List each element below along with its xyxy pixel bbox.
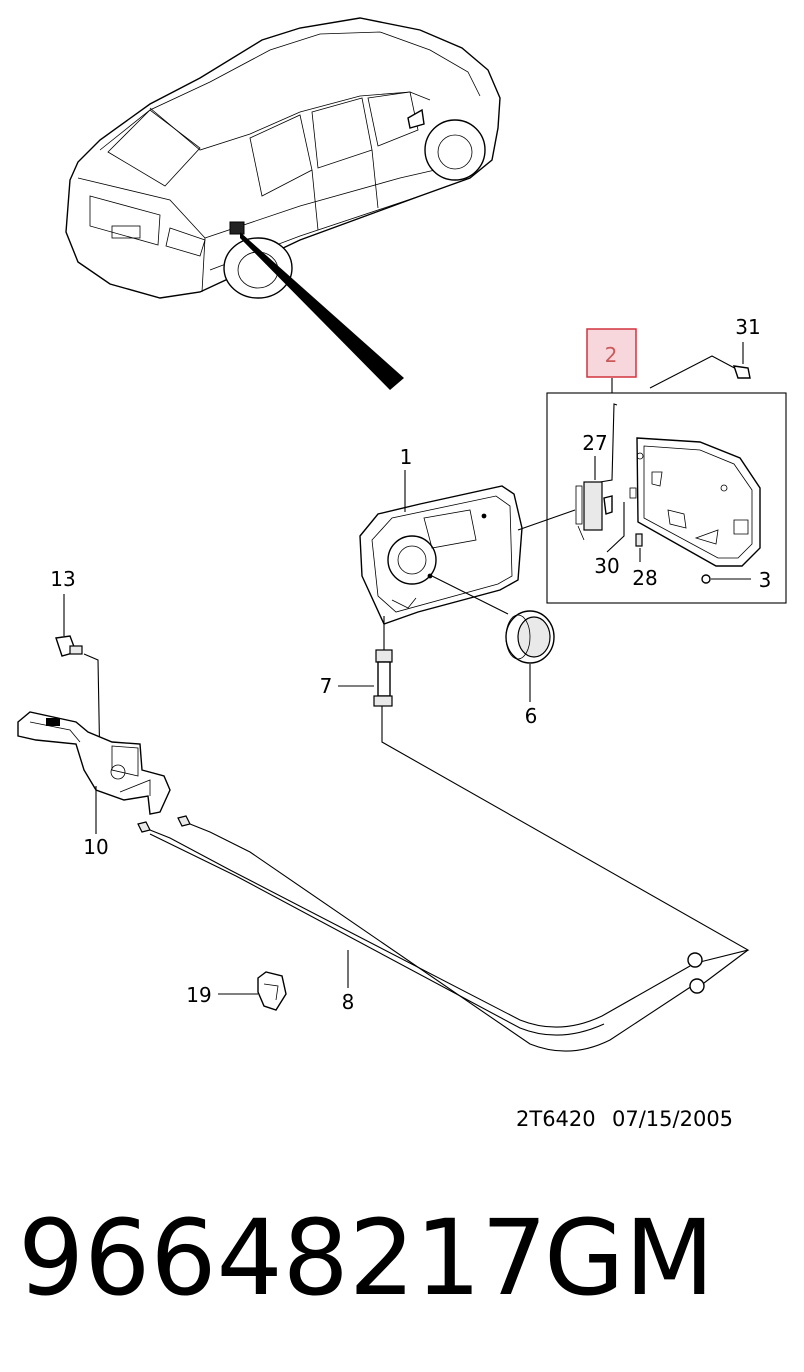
fuel-cap-6 — [431, 575, 555, 702]
release-cable-8 — [137, 815, 705, 1052]
callout-1: 1 — [400, 445, 413, 469]
reference-date: 07/15/2005 — [612, 1107, 733, 1131]
callout-13: 13 — [50, 567, 75, 591]
spring-30 — [603, 495, 613, 515]
callout-28: 28 — [632, 566, 657, 590]
clip-19 — [218, 971, 287, 1011]
callout-10: 10 — [83, 835, 108, 859]
callout-31: 31 — [735, 315, 760, 339]
clip-28 — [635, 533, 643, 547]
actuator-7 — [338, 616, 750, 987]
callout-3: 3 — [759, 568, 772, 592]
callout-8: 8 — [342, 990, 355, 1014]
callout-2: 2 — [605, 343, 618, 367]
callout-19: 19 — [186, 983, 211, 1007]
hinge-27 — [583, 481, 603, 531]
fuel-door-assembly-box — [546, 355, 787, 604]
release-lever-10 — [17, 711, 171, 834]
callout-27: 27 — [582, 431, 607, 455]
reference-code: 2T6420 — [516, 1107, 596, 1131]
screw-31 — [732, 342, 751, 379]
fuel-filler-housing-1 — [359, 470, 576, 625]
callout-6: 6 — [525, 704, 538, 728]
bolt-13 — [55, 594, 101, 771]
callout-2-highlight — [586, 328, 637, 378]
callout-7: 7 — [320, 674, 333, 698]
car-illustration — [65, 17, 501, 390]
brand: GM — [544, 1197, 714, 1319]
part-number: 96648217 — [18, 1197, 547, 1319]
fuel-door-panel — [636, 437, 761, 567]
callout-30: 30 — [594, 554, 619, 578]
